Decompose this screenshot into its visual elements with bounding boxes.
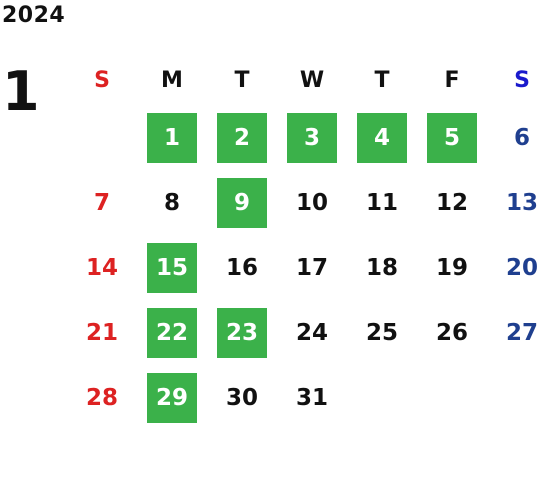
day-number: 14 [85, 254, 118, 281]
day-cell[interactable]: 30 [207, 365, 277, 430]
day-cell[interactable]: 26 [417, 300, 487, 365]
day-number: 17 [295, 254, 328, 281]
highlighted-day[interactable]: 29 [137, 365, 207, 430]
day-number: 13 [505, 189, 538, 216]
day-number: 15 [147, 242, 197, 293]
weekday-header: F [444, 67, 460, 93]
day-number: 27 [505, 319, 538, 346]
day-number: 16 [225, 254, 258, 281]
highlighted-day[interactable]: 22 [137, 300, 207, 365]
day-number: 26 [435, 319, 468, 346]
day-cell[interactable]: 16 [207, 235, 277, 300]
weekday-header: S [94, 67, 110, 93]
day-number: 5 [427, 112, 477, 163]
day-number: 18 [365, 254, 398, 281]
day-cell[interactable]: 21 [67, 300, 137, 365]
day-number: 19 [435, 254, 468, 281]
day-cell[interactable]: 31 [277, 365, 347, 430]
day-number: 28 [85, 384, 118, 411]
empty-day-cell [347, 365, 417, 430]
day-number: 11 [365, 189, 398, 216]
day-number: 3 [287, 112, 337, 163]
day-cell[interactable]: 12 [417, 170, 487, 235]
day-number: 22 [147, 307, 197, 358]
day-number: 7 [93, 189, 110, 216]
day-number: 4 [357, 112, 407, 163]
highlighted-day[interactable]: 4 [347, 105, 417, 170]
highlighted-day[interactable]: 3 [277, 105, 347, 170]
day-number: 9 [217, 177, 267, 228]
weekday-header: M [161, 67, 183, 93]
day-cell[interactable]: 14 [67, 235, 137, 300]
month-number: 1 [2, 60, 40, 123]
day-number: 30 [225, 384, 258, 411]
day-cell[interactable]: 11 [347, 170, 417, 235]
day-cell[interactable]: 6 [487, 105, 548, 170]
highlighted-day[interactable]: 2 [207, 105, 277, 170]
day-number: 25 [365, 319, 398, 346]
highlighted-day[interactable]: 5 [417, 105, 487, 170]
empty-day-cell [487, 365, 548, 430]
day-number: 2 [217, 112, 267, 163]
day-cell[interactable]: 19 [417, 235, 487, 300]
day-number: 21 [85, 319, 118, 346]
highlighted-day[interactable]: 23 [207, 300, 277, 365]
day-cell[interactable]: 13 [487, 170, 548, 235]
day-number: 24 [295, 319, 328, 346]
day-cell[interactable]: 18 [347, 235, 417, 300]
day-number: 12 [435, 189, 468, 216]
weekday-header: W [299, 67, 325, 93]
highlighted-day[interactable]: 15 [137, 235, 207, 300]
day-number: 31 [295, 384, 328, 411]
day-cell[interactable]: 28 [67, 365, 137, 430]
day-number: 10 [295, 189, 328, 216]
day-number: 29 [147, 372, 197, 423]
day-number: 20 [505, 254, 538, 281]
day-number: 23 [217, 307, 267, 358]
day-number: 6 [513, 124, 530, 151]
weekday-header: T [234, 67, 250, 93]
day-cell[interactable]: 8 [137, 170, 207, 235]
empty-day-cell [417, 365, 487, 430]
day-cell[interactable]: 25 [347, 300, 417, 365]
day-cell[interactable]: 27 [487, 300, 548, 365]
day-cell[interactable]: 24 [277, 300, 347, 365]
weekday-header: T [374, 67, 390, 93]
highlighted-day[interactable]: 1 [137, 105, 207, 170]
empty-day-cell [67, 105, 137, 170]
highlighted-day[interactable]: 9 [207, 170, 277, 235]
day-cell[interactable]: 20 [487, 235, 548, 300]
weekday-header: S [514, 67, 530, 93]
day-cell[interactable]: 10 [277, 170, 347, 235]
day-number: 1 [147, 112, 197, 163]
day-cell[interactable]: 17 [277, 235, 347, 300]
day-cell[interactable]: 7 [67, 170, 137, 235]
day-number: 8 [163, 189, 180, 216]
year-label: 2024 [2, 3, 66, 28]
